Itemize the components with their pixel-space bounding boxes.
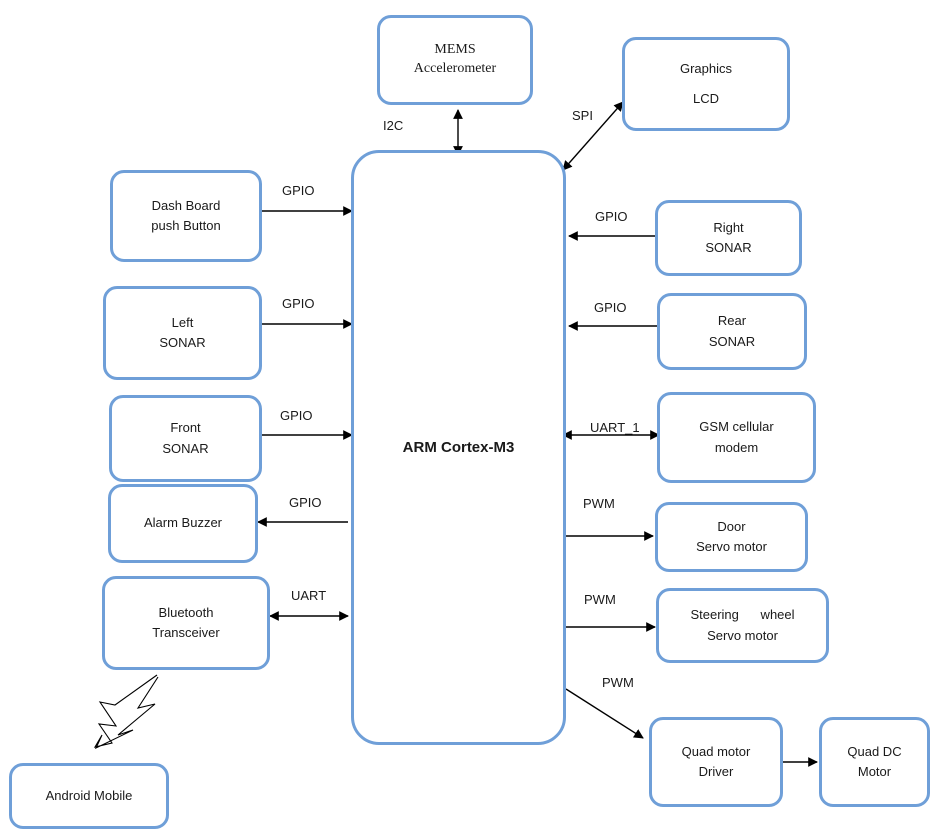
front-sonar-line-1: Front (170, 420, 201, 436)
graphics-lcd-line-2: LCD (692, 91, 719, 106)
gsm-line-1: GSM cellular (699, 419, 774, 435)
wireless-link-symbol (93, 674, 159, 750)
steering-line-1: Steering wheel (690, 607, 795, 623)
pwm-steering-label: PWM (584, 592, 616, 607)
gsm-line-2: modem (714, 439, 759, 455)
arrow-cpu-lcd (562, 101, 624, 171)
gpio-right-label: GPIO (595, 209, 628, 224)
front-sonar-block: Front SONAR (109, 395, 262, 482)
front-sonar-line-2: SONAR (162, 440, 209, 456)
right-sonar-line-2: SONAR (705, 240, 752, 255)
mems-accelerometer-block: MEMS Accelerometer (377, 15, 533, 105)
left-sonar-line-1: Left (171, 314, 194, 330)
gpio-front-label: GPIO (280, 408, 313, 423)
quad-dc-motor-block: Quad DC Motor (819, 717, 930, 807)
rear-sonar-line-1: Rear (717, 313, 747, 329)
spi-label: SPI (572, 108, 593, 123)
gpio-rear-label: GPIO (594, 300, 627, 315)
alarm-buzzer-block: Alarm Buzzer (108, 484, 258, 563)
pwm-quad-label: PWM (602, 675, 634, 690)
rear-sonar-block: Rear SONAR (657, 293, 807, 370)
dash-board-line-1: Dash Board (151, 197, 221, 213)
graphics-lcd-block: Graphics LCD (622, 37, 790, 131)
door-servo-line-1: Door (717, 518, 746, 534)
gpio-dash-label: GPIO (282, 183, 315, 198)
quad-dc-line-2: Motor (857, 764, 892, 779)
i2c-label: I2C (383, 118, 404, 133)
steering-line-2: Servo motor (707, 627, 778, 643)
mems-line-2: Accelerometer (413, 61, 497, 76)
gpio-left-label: GPIO (282, 296, 315, 311)
right-sonar-block: Right SONAR (655, 200, 802, 276)
android-mobile-block: Android Mobile (9, 763, 169, 829)
cpu-label: ARM Cortex-M3 (402, 438, 515, 456)
door-servo-block: Door Servo motor (655, 502, 808, 572)
left-sonar-line-2: SONAR (159, 335, 206, 350)
pwm-door-label: PWM (583, 496, 615, 511)
gpio-buzzer-label: GPIO (289, 495, 322, 510)
gsm-modem-block: GSM cellular modem (657, 392, 816, 483)
quad-dc-line-1: Quad DC (847, 743, 902, 759)
rear-sonar-line-2: SONAR (708, 333, 756, 349)
steering-servo-block: Steering wheel Servo motor (656, 588, 829, 663)
left-sonar-block: Left SONAR (103, 286, 262, 380)
arm-cortex-m3-block: ARM Cortex-M3 (351, 150, 566, 745)
uart1-gsm-label: UART_1 (590, 420, 640, 435)
graphics-lcd-line-1: Graphics (679, 60, 733, 76)
alarm-buzzer-label: Alarm Buzzer (143, 515, 223, 531)
dash-board-line-2: push Button (151, 218, 221, 233)
arrow-cpu-quad (565, 688, 644, 739)
bluetooth-transceiver-block: Bluetooth Transceiver (102, 576, 270, 670)
dash-board-button-block: Dash Board push Button (110, 170, 262, 262)
bluetooth-line-2: Transceiver (152, 625, 220, 640)
door-servo-line-2: Servo motor (696, 539, 767, 554)
quad-driver-line-2: Driver (698, 764, 734, 779)
android-mobile-label: Android Mobile (45, 787, 133, 803)
quad-driver-line-1: Quad motor (681, 743, 751, 759)
quad-motor-driver-block: Quad motor Driver (649, 717, 783, 807)
right-sonar-line-1: Right (713, 219, 744, 235)
mems-line-1: MEMS (434, 42, 476, 58)
uart-bt-label: UART (291, 588, 327, 603)
bluetooth-line-1: Bluetooth (158, 604, 214, 620)
